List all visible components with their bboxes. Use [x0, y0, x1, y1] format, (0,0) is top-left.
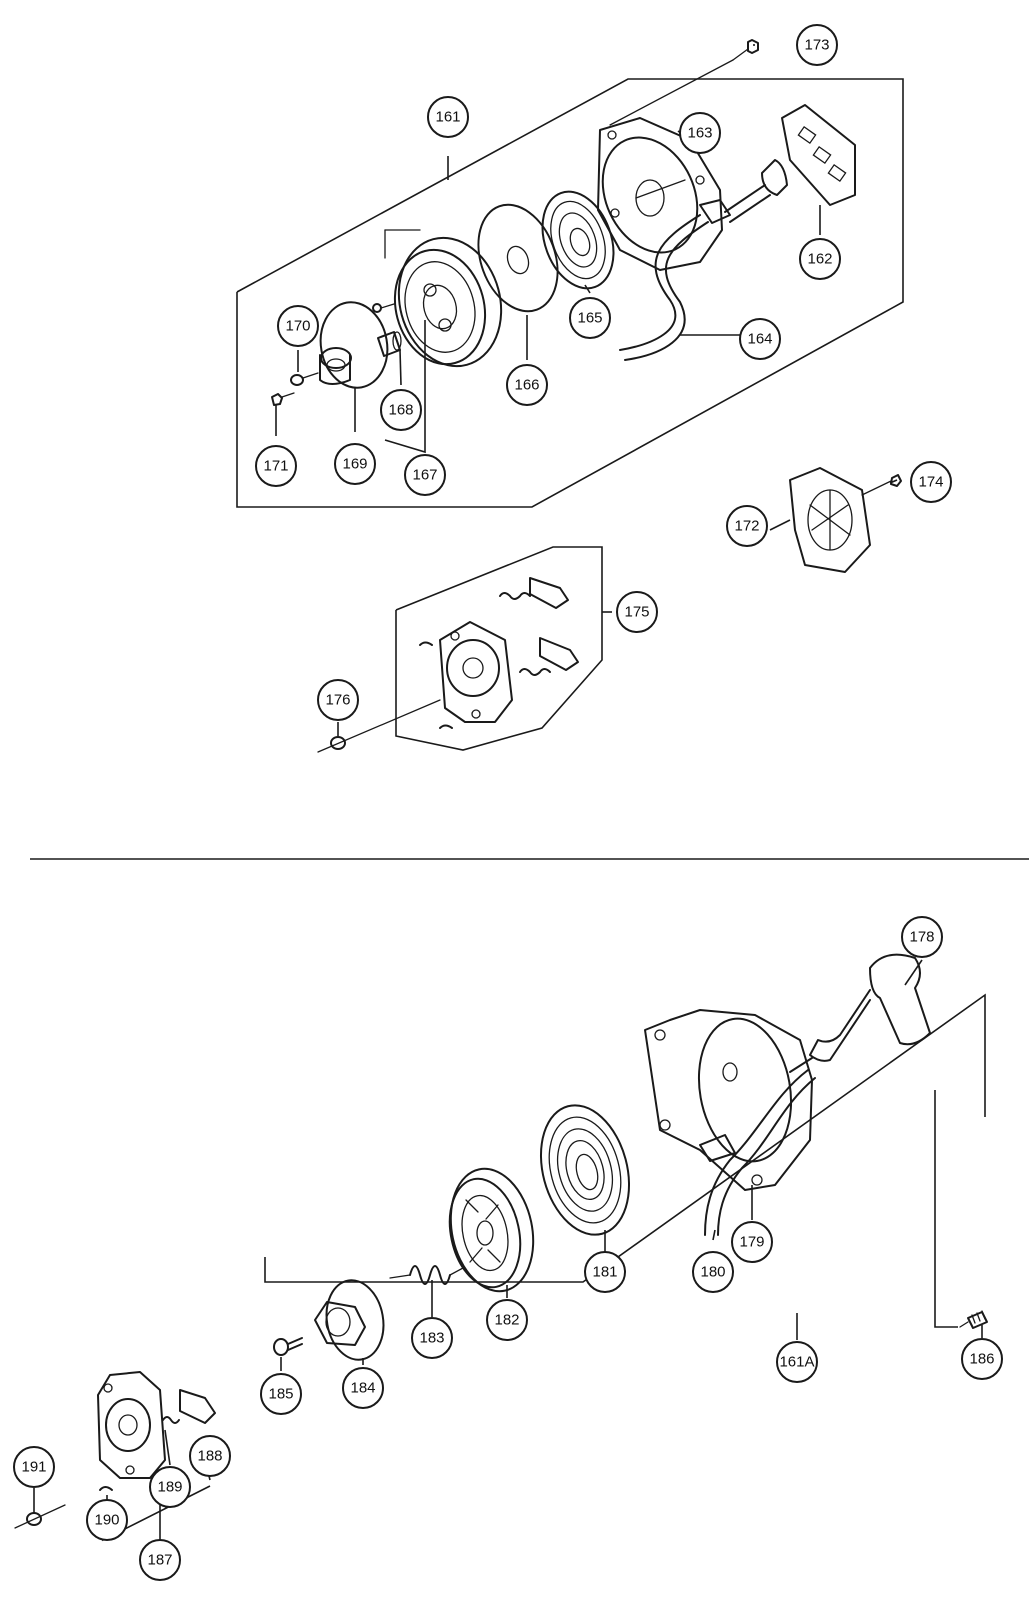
- svg-text:189: 189: [157, 1479, 182, 1496]
- svg-text:163: 163: [687, 125, 712, 142]
- svg-text:186: 186: [969, 1351, 994, 1368]
- callout-180: 180: [692, 1251, 734, 1293]
- handle-162-drawing: [724, 104, 856, 223]
- svg-text:181: 181: [592, 1264, 617, 1281]
- svg-text:165: 165: [577, 310, 602, 327]
- svg-text:179: 179: [739, 1234, 764, 1251]
- fan-cover-172-drawing: [789, 467, 871, 573]
- svg-text:182: 182: [494, 1312, 519, 1329]
- screw-171-drawing: [271, 392, 295, 406]
- reel-182-drawing: [448, 1167, 535, 1293]
- svg-text:175: 175: [624, 604, 649, 621]
- rope-164-drawing: [619, 214, 709, 361]
- callout-166: 166: [506, 364, 548, 406]
- svg-text:191: 191: [21, 1459, 46, 1476]
- svg-text:171: 171: [263, 458, 288, 475]
- svg-text:168: 168: [388, 402, 413, 419]
- svg-text:161A: 161A: [779, 1354, 814, 1371]
- starter-housing-179-drawing: [644, 1009, 813, 1191]
- assembly-frame-175: [395, 546, 603, 751]
- callout-163: 163: [679, 112, 721, 154]
- bushing-168-drawing: [377, 331, 402, 357]
- svg-text:166: 166: [514, 377, 539, 394]
- spring-181-drawing: [539, 1104, 631, 1236]
- svg-text:176: 176: [325, 692, 350, 709]
- svg-text:173: 173: [804, 37, 829, 54]
- washer-170-drawing: [290, 372, 319, 386]
- callout-186: 186: [961, 1338, 1003, 1380]
- callout-161: 161: [427, 96, 469, 138]
- callout-164: 164: [739, 318, 781, 360]
- callout-182: 182: [486, 1299, 528, 1341]
- svg-text:172: 172: [734, 518, 759, 535]
- svg-text:187: 187: [147, 1552, 172, 1569]
- callout-165: 165: [569, 297, 611, 339]
- bolt-173-drawing: [609, 39, 759, 126]
- svg-text:184: 184: [350, 1380, 375, 1397]
- callout-171: 171: [255, 445, 297, 487]
- pawl-lower-drawing: [519, 637, 579, 676]
- svg-text:161: 161: [435, 109, 460, 126]
- ratchet-184-drawing: [314, 1279, 385, 1361]
- washer-176-drawing: [317, 699, 441, 753]
- svg-text:185: 185: [268, 1386, 293, 1403]
- callout-179: 179: [731, 1221, 773, 1263]
- washer-191-drawing: [14, 1504, 66, 1529]
- callout-188: 188: [189, 1435, 231, 1477]
- rope-180-drawing: [704, 1069, 816, 1236]
- svg-text:164: 164: [747, 331, 772, 348]
- svg-text:174: 174: [918, 474, 943, 491]
- svg-text:162: 162: [807, 251, 832, 268]
- callout-178: 178: [901, 916, 943, 958]
- svg-text:170: 170: [285, 318, 310, 335]
- svg-text:178: 178: [909, 929, 934, 946]
- svg-text:167: 167: [412, 467, 437, 484]
- bolt-186-drawing: [959, 1310, 988, 1329]
- callout-190: 190: [86, 1499, 128, 1541]
- reel-167-drawing: [384, 229, 503, 368]
- callout-172: 172: [726, 505, 768, 547]
- assembly-frame-161a: [264, 993, 986, 1328]
- callout-169: 169: [334, 443, 376, 485]
- callout-185: 185: [260, 1373, 302, 1415]
- pawl-carrier-175-drawing: [419, 621, 513, 729]
- callout-174: 174: [910, 461, 952, 503]
- callout-161a: 161A: [776, 1341, 818, 1383]
- pawl-upper-drawing: [499, 577, 569, 609]
- svg-text:183: 183: [419, 1330, 444, 1347]
- callout-189: 189: [149, 1466, 191, 1508]
- svg-text:188: 188: [197, 1448, 222, 1465]
- callout-173: 173: [796, 24, 838, 66]
- callout-187: 187: [139, 1539, 181, 1581]
- callout-162: 162: [799, 238, 841, 280]
- handle-178-drawing: [789, 953, 931, 1073]
- callout-175: 175: [616, 591, 658, 633]
- callout-168: 168: [380, 389, 422, 431]
- spring-165-drawing: [541, 190, 615, 290]
- svg-text:180: 180: [700, 1264, 725, 1281]
- reel-screw-drawing: [372, 303, 395, 313]
- bolt-174-drawing: [861, 474, 902, 496]
- callout-183: 183: [411, 1317, 453, 1359]
- washer-166-drawing: [477, 203, 559, 313]
- screw-185-drawing: [273, 1337, 303, 1356]
- callout-181: 181: [584, 1251, 626, 1293]
- svg-text:190: 190: [94, 1512, 119, 1529]
- spring-183-drawing: [389, 1265, 464, 1285]
- callout-191: 191: [13, 1446, 55, 1488]
- callout-167: 167: [404, 454, 446, 496]
- assembly-frame-161: [236, 78, 904, 508]
- callout-176: 176: [317, 679, 359, 721]
- callout-170: 170: [277, 305, 319, 347]
- svg-text:169: 169: [342, 456, 367, 473]
- plate-169-drawing: [319, 301, 389, 389]
- callout-184: 184: [342, 1367, 384, 1409]
